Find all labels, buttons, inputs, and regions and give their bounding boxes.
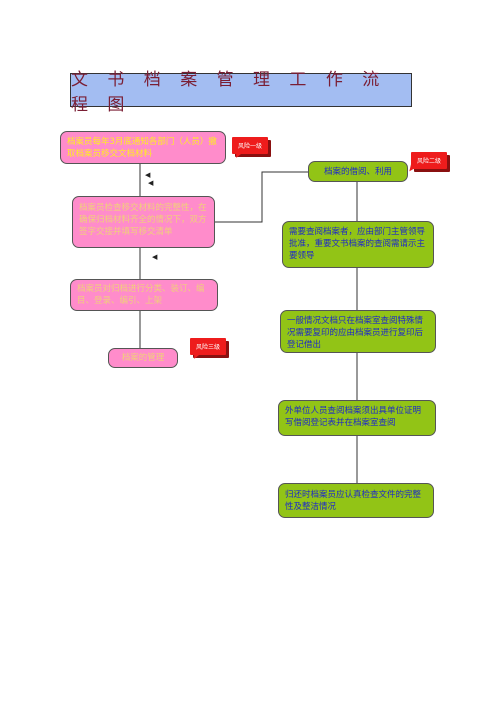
flow-step-check-text: 档案员检查移交材料的完整性，在确保归档材料齐全的情况下，双方签字交接并填写移交清… — [79, 203, 207, 237]
flow-step-approval-text: 需要查阅档案者，应由部门主管领导批准，重要文书档案的查阅需请示主要领导 — [289, 227, 426, 261]
flow-step-copy-text: 一般情况文档只在档案室查阅特殊情况需要复印的应由档案员进行复印后登记借出 — [287, 316, 424, 350]
flow-step-approval: 需要查阅档案者，应由部门主管领导批准，重要文书档案的查阅需请示主要领导 — [282, 221, 434, 268]
risk-tag-level-1-text: 风险一级 — [237, 143, 262, 150]
risk-tag-level-2: 风险二级 — [411, 152, 447, 169]
arrow-marker-icon: ◀ — [145, 171, 151, 179]
flow-step-classify-text: 档案员对归档进行分类、装订、编目、登录、编引、上架 — [77, 284, 205, 306]
diagram-title: 文 书 档 案 管 理 工 作 流 程 图 — [70, 70, 412, 115]
risk-tag-level-3: 风险三级 — [190, 338, 226, 355]
flow-step-notify-text: 档案员每年3月底通知各部门（人员）撤取档案员移交文档材料 — [67, 137, 217, 159]
flow-step-copy: 一般情况文档只在档案室查阅特殊情况需要复印的应由档案员进行复印后登记借出 — [280, 310, 436, 353]
flow-step-return-text: 归还时档案员应认真检查文件的完整性及整洁情况 — [285, 490, 422, 512]
flow-step-borrow: 档案的借阅、利用 — [308, 161, 408, 182]
risk-tag-level-3-text: 风险三级 — [195, 344, 220, 351]
flow-step-borrow-text: 档案的借阅、利用 — [323, 167, 392, 177]
flow-step-external: 外单位人员查阅档案须出具单位证明写借阅登记表并在档案室查阅 — [278, 400, 436, 436]
flow-step-classify: 档案员对归档进行分类、装订、编目、登录、编引、上架 — [70, 279, 218, 311]
arrow-marker-icon: ◀ — [152, 253, 158, 261]
flow-step-manage-text: 档案的管理 — [121, 353, 165, 363]
arrow-marker-icon: ◀ — [148, 179, 154, 187]
connector-branch — [215, 171, 308, 223]
risk-tag-level-1: 风险一级 — [232, 137, 268, 154]
flow-step-manage: 档案的管理 — [108, 348, 178, 368]
diagram-title-text: 文 书 档 案 管 理 工 作 流 程 图 — [71, 70, 387, 115]
flow-step-return: 归还时档案员应认真检查文件的完整性及整洁情况 — [278, 483, 434, 518]
flow-step-check: 档案员检查移交材料的完整性，在确保归档材料齐全的情况下，双方签字交接并填写移交清… — [72, 196, 215, 248]
flow-step-external-text: 外单位人员查阅档案须出具单位证明写借阅登记表并在档案室查阅 — [285, 406, 422, 428]
flow-step-notify: 档案员每年3月底通知各部门（人员）撤取档案员移交文档材料 — [60, 131, 226, 164]
risk-tag-level-2-text: 风险二级 — [416, 158, 441, 165]
